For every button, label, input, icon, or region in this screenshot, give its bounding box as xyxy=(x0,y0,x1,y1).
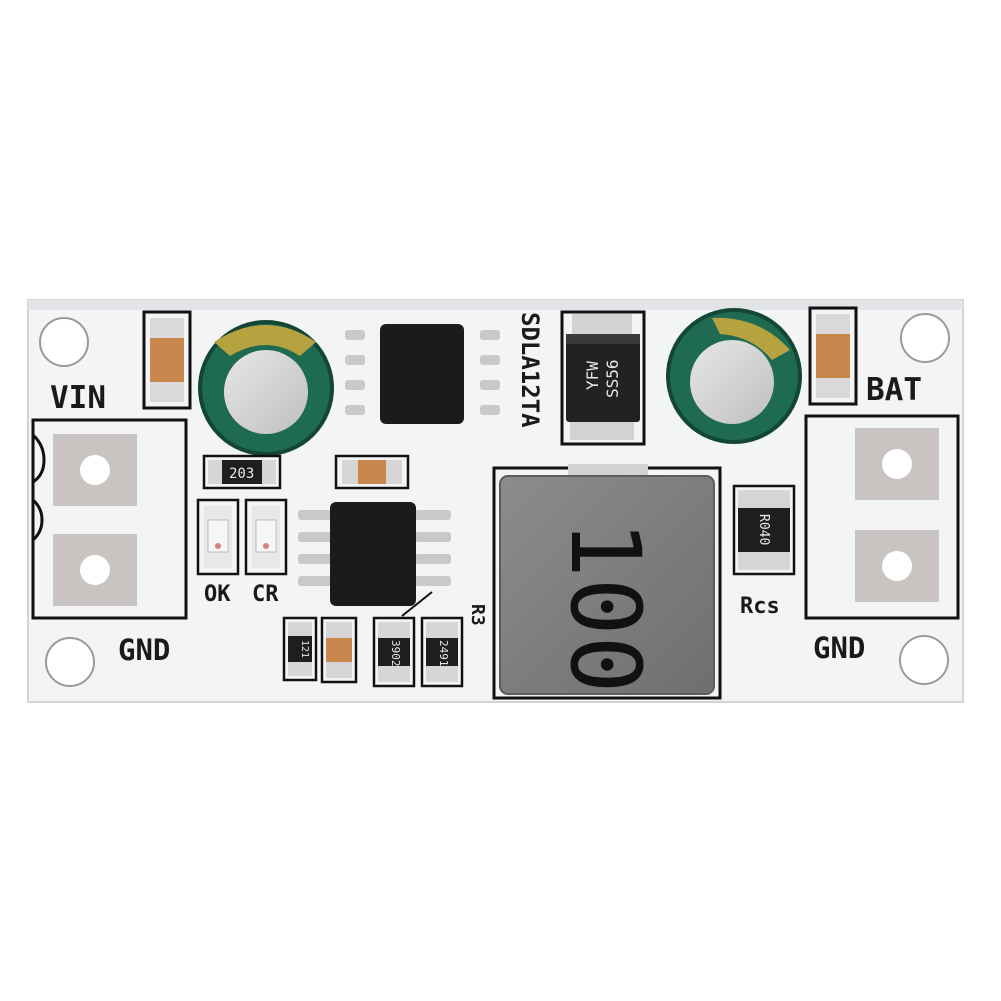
vin-label: VIN xyxy=(50,380,106,416)
resistor-r040: R040 xyxy=(732,484,796,576)
led-cr xyxy=(244,498,288,576)
resistor-121: 121 xyxy=(282,616,318,682)
rcs-label: Rcs xyxy=(740,594,780,619)
inductor-marking: 100 xyxy=(549,520,661,693)
smd-capacitor-right xyxy=(808,306,858,406)
resistor-121-marking: 121 xyxy=(299,640,310,658)
mounting-hole-top-right xyxy=(900,313,950,363)
r3-label: R3 xyxy=(467,604,488,626)
ic-bottom xyxy=(298,502,451,606)
r3-pointer xyxy=(401,591,433,617)
mounting-hole-top-left xyxy=(39,317,89,367)
inductor-100: 100 xyxy=(492,464,722,700)
electrolytic-capacitor-left xyxy=(198,320,334,456)
resistor-2491-marking: 2491 xyxy=(437,640,450,667)
mounting-hole-bottom-left xyxy=(45,637,95,687)
left-terminal-outline xyxy=(31,418,188,620)
gnd-right-label: GND xyxy=(813,631,865,665)
diode-ss56: YFW SS56 xyxy=(560,310,646,446)
diode-marking-yfw: YFW xyxy=(583,361,602,390)
mounting-hole-bottom-right xyxy=(899,635,949,685)
resistor-203: 203 xyxy=(202,454,282,490)
electrolytic-capacitor-right xyxy=(666,308,802,444)
diode-marking-ss56: SS56 xyxy=(603,359,622,398)
smd-capacitor-small xyxy=(334,454,410,490)
smd-capacitor-left xyxy=(142,310,192,410)
resistor-3902-marking: 3902 xyxy=(389,640,402,667)
bat-label: BAT xyxy=(866,372,922,408)
board-id-label: SDLA12TA xyxy=(516,312,544,428)
mounting-holes xyxy=(39,313,950,687)
right-terminal-outline xyxy=(804,414,960,620)
cr-label: CR xyxy=(252,582,279,607)
gnd-left-label: GND xyxy=(118,633,170,667)
ic-top xyxy=(345,324,500,424)
smd-capacitor-bottom xyxy=(320,616,358,684)
resistor-2491: 2491 xyxy=(420,616,464,688)
ok-label: OK xyxy=(204,582,231,607)
resistor-3902: 3902 xyxy=(372,616,416,688)
led-ok xyxy=(196,498,240,576)
resistor-r040-marking: R040 xyxy=(756,514,771,545)
resistor-203-marking: 203 xyxy=(229,466,254,482)
